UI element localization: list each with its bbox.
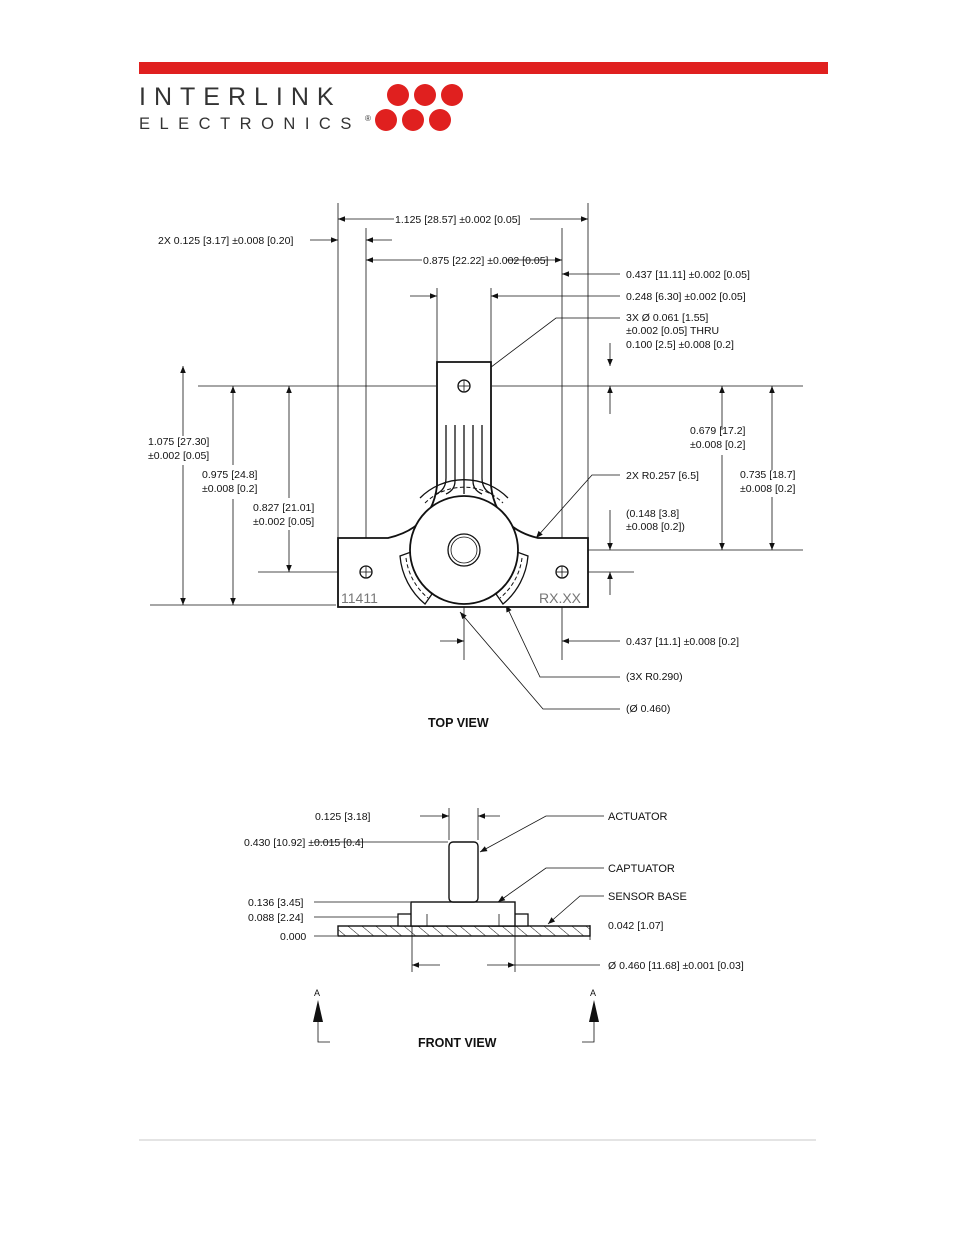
dim-captuator-diameter: Ø 0.460 [11.68] ±0.001 [0.03] (608, 960, 744, 972)
sensor-part-front (337, 841, 591, 937)
dim-0148-line1: (0.148 [3.8] (626, 508, 679, 520)
front-view-title: FRONT VIEW (418, 1036, 497, 1050)
mounting-hole-top (457, 379, 471, 393)
dim-hole-offset-a: 0.437 [11.11] ±0.002 [0.05] (626, 269, 750, 281)
dim-base-thickness: 0.042 [1.07] (608, 920, 664, 932)
sensor-part-top: 11411 RX.XX (337, 361, 589, 608)
mounting-hole-right (555, 565, 569, 579)
dim-0679-line1: 0.679 [17.2] (690, 425, 746, 437)
front-view-leaders (479, 815, 604, 925)
top-view-title: TOP VIEW (428, 716, 489, 730)
dim-actuator-height: 0.430 [10.92] ±0.015 [0.4] (244, 837, 364, 849)
top-view-dimension-lines (180, 216, 775, 644)
front-view-dimension-lines (412, 813, 600, 968)
dim-0735-line2: ±0.008 [0.2] (740, 483, 795, 495)
dim-pad-height: 0.088 [2.24] (248, 912, 304, 924)
dim-tail-width: 0.248 [6.30] ±0.002 [0.05] (626, 291, 746, 303)
front-view-extension-lines (314, 808, 516, 972)
captuator-ring-dashed (424, 486, 504, 504)
section-a-left: A (314, 988, 320, 998)
captuator-ring (419, 479, 509, 499)
dim-0975-line2: ±0.008 [0.2] (202, 483, 257, 495)
part-marking-right: RX.XX (539, 590, 582, 606)
sensor-base-section (337, 925, 591, 937)
brand-line2: ELECTRONICS (139, 115, 361, 133)
dim-radius-257: 2X R0.257 [6.5] (626, 470, 699, 482)
top-view-leaders (459, 317, 620, 710)
dim-0827-line2: ±0.002 [0.05] (253, 516, 314, 528)
dim-hole-offset-b: 0.437 [11.1] ±0.008 [0.2] (626, 636, 739, 648)
dim-overall-width: 1.125 [28.57] ±0.002 [0.05] (395, 214, 521, 226)
mounting-hole-left (359, 565, 373, 579)
label-actuator: ACTUATOR (608, 811, 668, 823)
label-captuator: CAPTUATOR (608, 863, 675, 875)
dim-1075-line1: 1.075 [27.30] (148, 436, 209, 448)
dim-hole-spacing: 0.875 [22.22] ±0.002 [0.05] (423, 255, 549, 267)
dim-1075-line2: ±0.002 [0.05] (148, 450, 209, 462)
header-accent-bar (139, 62, 828, 74)
dim-0827-line1: 0.827 [21.01] (253, 502, 314, 514)
dim-0975-line1: 0.975 [24.8] (202, 469, 258, 481)
dim-0679-line2: ±0.008 [0.2] (690, 439, 745, 451)
actuator-shaft-inner (450, 536, 478, 564)
dim-0735-line1: 0.735 [18.7] (740, 469, 796, 481)
dim-hole-size-2: ±0.002 [0.05] THRU (626, 325, 719, 337)
dim-hole-edge: 0.100 [2.5] ±0.008 [0.2] (626, 339, 734, 351)
top-view: 11411 RX.XX 1.125 [28.57] ±0.002 [0.05] … (148, 203, 803, 730)
top-view-dimension-texts: 1.125 [28.57] ±0.002 [0.05] 2X 0.125 [3.… (148, 214, 796, 715)
section-markers: A A (313, 988, 599, 1043)
dim-2x-edge: 2X 0.125 [3.17] ±0.008 [0.20] (158, 235, 293, 247)
page-header: INTERLINK ELECTRONICS ® (139, 62, 828, 133)
registered-mark: ® (365, 114, 371, 123)
dim-captuator-height: 0.136 [3.45] (248, 897, 304, 909)
actuator-shaft (447, 533, 481, 567)
captuator-front (410, 901, 516, 927)
dim-actuator-width: 0.125 [3.18] (315, 811, 371, 823)
pad-right-dashed (499, 557, 523, 599)
dim-datum: 0.000 (280, 931, 306, 943)
dim-radius-290: (3X R0.290) (626, 671, 683, 683)
brand-logo-dots (375, 84, 463, 131)
label-sensor-base: SENSOR BASE (608, 891, 687, 903)
part-marking-left: 11411 (341, 590, 378, 606)
front-view: A A 0.125 [3.18] 0.430 [10.92] ±0.015 [0… (244, 808, 744, 1050)
brand-line1: INTERLINK (139, 83, 342, 111)
dim-0148-line2: ±0.008 [0.2]) (626, 521, 685, 533)
actuator-front (448, 841, 479, 903)
actuator-disc (409, 495, 519, 605)
section-a-right: A (590, 988, 596, 998)
pad-left-dashed (405, 557, 429, 599)
dim-diameter-ref: (Ø 0.460) (626, 703, 670, 715)
front-view-dimension-texts: 0.125 [3.18] 0.430 [10.92] ±0.015 [0.4] … (244, 811, 744, 972)
dim-hole-size-1: 3X Ø 0.061 [1.55] (626, 312, 708, 324)
